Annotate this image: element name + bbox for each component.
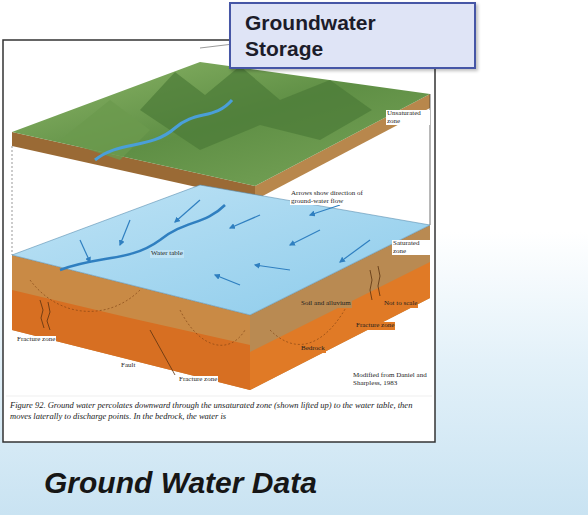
figure-label: Unsaturated zone: [386, 110, 430, 125]
slide-subtitle: Ground Water Data: [44, 466, 317, 500]
figure-label: Not to scale: [383, 300, 418, 308]
figure-caption: Figure 92. Ground water percolates downw…: [10, 400, 425, 421]
figure-label: Fracture zone: [355, 322, 395, 330]
figure-label: Fracture zone: [16, 336, 56, 344]
figure-label: Saturated zone: [392, 240, 430, 255]
figure-label: Fracture zone: [178, 376, 218, 384]
figure-label: Fault: [120, 362, 136, 370]
figure-label: Soil and alluvium: [300, 300, 352, 308]
figure-label: Arrows show direction of ground-water fl…: [290, 190, 370, 205]
figure-label: Bedrock: [300, 345, 326, 353]
figure-label: Water table: [150, 250, 184, 258]
figure-label: Modified from Daniel and Sharpless, 1983: [352, 372, 432, 387]
title-text: Groundwater Storage: [245, 10, 395, 63]
title-box: Groundwater Storage: [229, 2, 476, 69]
